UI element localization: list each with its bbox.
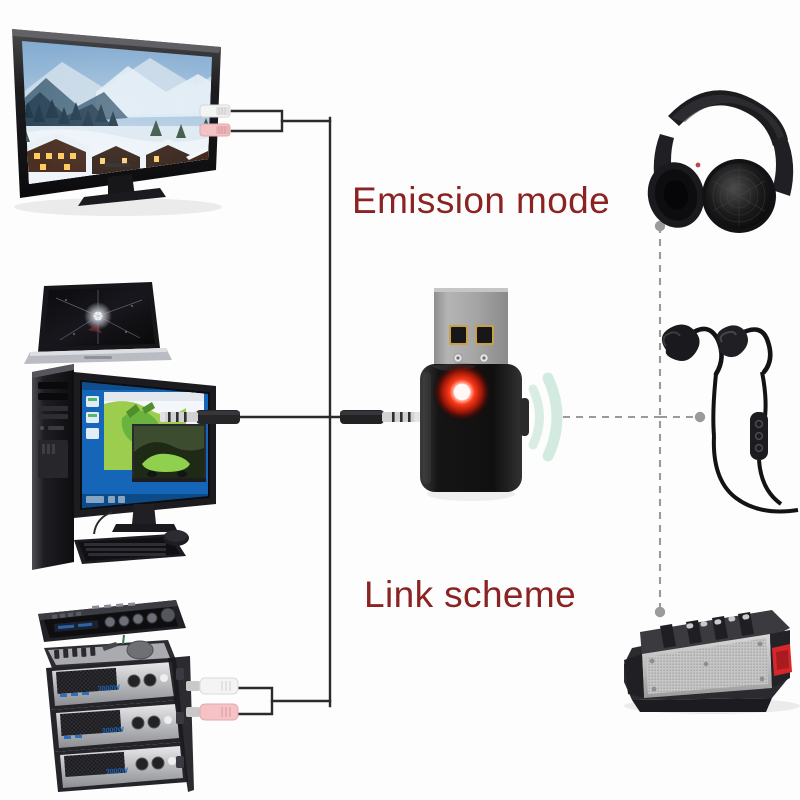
amp-rca-connectors xyxy=(186,677,239,721)
usb-bluetooth-adapter xyxy=(420,288,529,501)
wireless-earbuds xyxy=(661,324,799,514)
wireless-link-path xyxy=(563,226,700,612)
rca-plug-white xyxy=(199,104,231,118)
amp-rca-merge xyxy=(236,686,274,716)
tv-rca-merge xyxy=(230,109,284,133)
amplifier-rack: 3000W 3000W 3000W xyxy=(44,635,194,792)
dot-earbuds xyxy=(694,411,706,423)
amp-unit-2: 3000W xyxy=(50,700,184,752)
usb-metal-connector xyxy=(434,288,508,374)
label-link-scheme: Link scheme xyxy=(364,574,577,615)
speaker-control-buttons xyxy=(686,614,750,629)
bluetooth-speaker xyxy=(624,610,800,714)
amp-unit-3: 3000W xyxy=(54,742,188,792)
desktop-tower xyxy=(32,364,74,570)
keyboard-and-mouse xyxy=(74,530,189,564)
desktop-monitor xyxy=(74,372,216,535)
dot-speaker xyxy=(654,606,666,618)
svg-text:3000W: 3000W xyxy=(102,726,125,735)
wireless-link-dots xyxy=(654,220,706,618)
amp-rca-plug-red xyxy=(186,703,239,721)
adapter-led-indicator xyxy=(432,362,492,422)
wireless-headphones xyxy=(647,90,794,233)
tv-screen-image xyxy=(22,41,212,184)
svg-text:3000W: 3000W xyxy=(98,684,121,693)
laptop-device xyxy=(24,282,172,364)
earbud-inline-remote xyxy=(750,412,768,460)
label-emission-mode: Emission mode xyxy=(352,180,611,221)
dot-headphones xyxy=(654,220,666,232)
amp-rca-plug-white xyxy=(186,677,239,695)
amp-unit-1: 3000W xyxy=(46,658,180,710)
rca-plug-red xyxy=(199,123,231,137)
pc-audio-jack-connector xyxy=(160,410,240,424)
tv-device xyxy=(12,29,222,216)
tv-rca-connectors xyxy=(199,104,231,137)
av-receiver xyxy=(38,600,186,642)
monitor-screen-content xyxy=(82,382,208,508)
svg-text:3000W: 3000W xyxy=(106,767,129,776)
adapter-audio-jack-connector xyxy=(340,410,420,424)
adapter-side-button xyxy=(520,398,529,436)
bluetooth-waves xyxy=(528,372,563,462)
